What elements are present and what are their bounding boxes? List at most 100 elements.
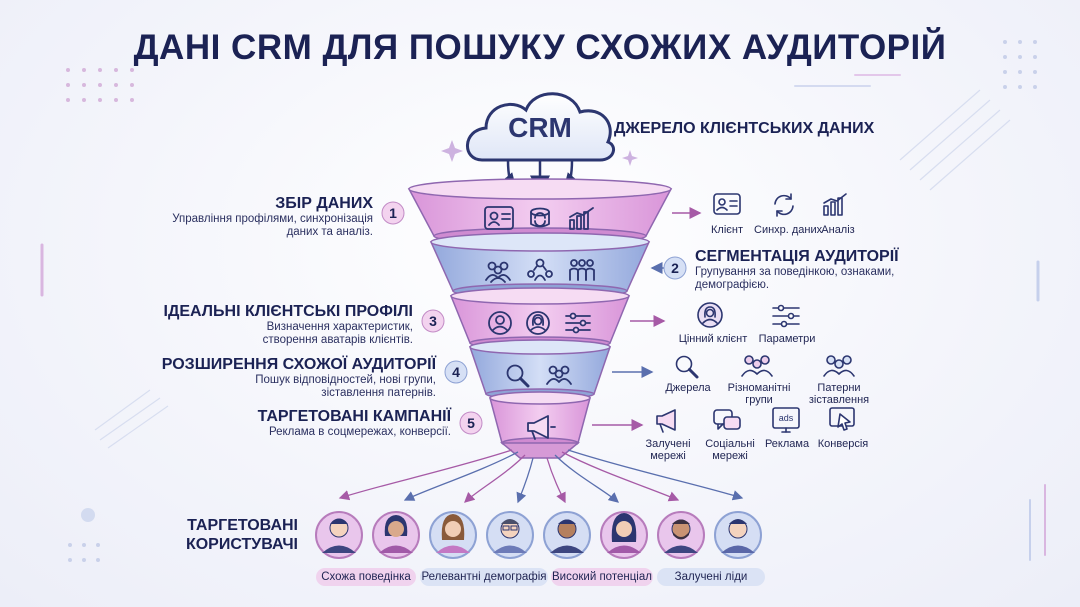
stage-1-desc-line2: даних та аналіз. [286,226,373,238]
caption-engaged-networks-line2: мережі [650,450,686,462]
stage-5-label: ТАРГЕТОВАНІ КАМПАНІЇ Реклама в соцмережа… [258,408,451,439]
stage-number-5: 5 [467,415,475,431]
stage-3-label: ІДЕАЛЬНІ КЛІЄНТСЬКІ ПРОФІЛІ Визначення х… [164,303,413,347]
caption-pattern-matching-line2: зіставлення [808,394,870,406]
caption-social-networks-line2: мережі [712,450,748,462]
user-avatar-1 [315,511,363,559]
ads-glyph: ads [779,413,794,423]
sources-search-icon [675,355,699,379]
decor-dots-left [66,68,134,102]
stage-number-4: 4 [452,364,460,380]
crm-source-caption: ДЖЕРЕЛО КЛІЄНТСЬКИХ ДАНИХ [614,120,875,137]
stage-3-title: ІДЕАЛЬНІ КЛІЄНТСЬКІ ПРОФІЛІ [163,303,413,320]
stage-5-title: ТАРГЕТОВАНІ КАМПАНІЇ [257,408,451,425]
caption-client: Клієнт [711,224,743,236]
stage-number-1: 1 [389,205,397,221]
stage-2-label: СЕГМЕНТАЦІЯ АУДИТОРІЇ Групування за пове… [695,248,899,292]
user-avatar-8 [714,511,762,559]
decor-dots-right [1003,40,1037,89]
user-avatars [315,511,762,559]
search-magnifier-icon [506,364,530,388]
crm-cloud-icon [466,92,616,162]
sparkle-icons [441,140,638,166]
sync-icon [774,193,794,217]
parameters-sliders-icon [772,304,800,328]
caption-pattern-matching-line1: Патерни [817,382,861,394]
decor-circle [81,508,95,522]
targeted-users-line1: ТАРГЕТОВАНІ [187,517,298,534]
stage-2-desc-line2: демографією. [695,279,770,291]
audience-group-icon [546,365,572,385]
caption-valuable-client: Цінний клієнт [678,333,748,345]
stage-4-desc-line1: Пошук відповідностей, нові групи, [255,374,436,386]
analysis-bars-icon [823,193,847,216]
sliders-icon [565,312,591,334]
stage-5-desc-line1: Реклама в соцмережах, конверсії. [268,426,451,438]
ads-screen-icon [772,407,800,433]
analytics-chart-icon [569,207,594,230]
profile-card-icon [484,206,514,230]
user-avatar-5 [543,511,591,559]
stage-1-title: ЗБІР ДАНИХ [275,195,373,212]
stage-3-desc-line2: створення аватарів клієнтів. [262,334,413,346]
stage-4-label: РОЗШИРЕННЯ СХОЖОЇ АУДИТОРІЇ Пошук відпов… [162,356,436,400]
stage-2-title: СЕГМЕНТАЦІЯ АУДИТОРІЇ [695,248,899,265]
sync-database-icon [530,207,550,228]
funnel-stage-5 [489,391,591,459]
caption-analysis: Аналіз [821,224,855,236]
distribution-arrows [338,449,744,504]
stage-1-desc-line1: Управління профілями, синхронізація [172,213,373,225]
badge-engaged-leads: Залучені ліди [657,568,765,586]
caption-engaged-networks: Залучені мережі [640,438,696,462]
funnel-stage-4 [468,339,612,400]
badge-high-potential: Високий потенціал [551,568,653,586]
caption-social-networks: Соціальні мережі [700,438,760,462]
stage-2-desc-line1: Групування за поведінкою, ознаками, [695,266,895,278]
stage-number-3: 3 [429,313,437,329]
caption-diverse-groups-line1: Різноманітні [727,382,791,394]
valuable-client-icon [697,302,723,328]
decor-diagonal-lines [94,89,1011,449]
user-avatar-6 [600,511,648,559]
megaphone-icon [527,415,556,440]
targeted-users-line2: КОРИСТУВАЧІ [185,536,298,553]
stage-number-circles [381,201,687,435]
stage-4-title: РОЗШИРЕННЯ СХОЖОЇ АУДИТОРІЇ [161,356,436,373]
network-users-icon [527,258,553,281]
team-users-icon [569,259,595,281]
stage-1-label: ЗБІР ДАНИХ Управління профілями, синхрон… [172,195,373,239]
user-avatar-2 [372,511,420,559]
caption-ads: Реклама [764,438,810,450]
page-title: ДАНІ CRM ДЛЯ ПОШУКУ СХОЖИХ АУДИТОРІЙ [133,28,947,67]
user-avatar-7 [657,511,705,559]
client-card-icon [713,193,741,215]
crm-label: CRM [508,112,572,143]
user-avatar-3 [429,511,477,559]
caption-sync: Синхр. даних [754,224,823,236]
decor-bars [40,74,1046,561]
conversion-cursor-icon [829,407,855,431]
caption-sources: Джерела [665,382,711,394]
diverse-groups-icon [741,355,773,377]
caption-engaged-networks-line1: Залучені [645,438,691,450]
user-circle-icon [488,311,512,335]
stage-number-2: 2 [671,260,679,276]
stage-4-desc-line2: зіставлення патернів. [321,387,436,399]
female-avatar-icon [526,311,550,335]
caption-social-networks-line1: Соціальні [705,438,755,450]
stage-3-desc-line1: Визначення характеристик, [266,321,413,333]
caption-diverse-groups: Різноманітні групи [724,382,794,406]
targeted-users-label: ТАРГЕТОВАНІ КОРИСТУВАЧІ [186,516,298,554]
badge-similar-behavior: Схожа поведінка [316,568,416,586]
caption-parameters: Параметри [758,333,816,345]
caption-pattern-matching: Патерни зіставлення [803,382,875,406]
badge-relevant-demography: Релевантні демографія [420,568,548,586]
engaged-networks-megaphone-icon [656,409,676,433]
caption-diverse-groups-line2: групи [745,394,773,406]
funnel-stage-3 [449,287,631,350]
decor-dots-bottom-left [68,543,100,562]
pattern-matching-icon [823,355,855,377]
social-chat-icon [713,409,741,430]
